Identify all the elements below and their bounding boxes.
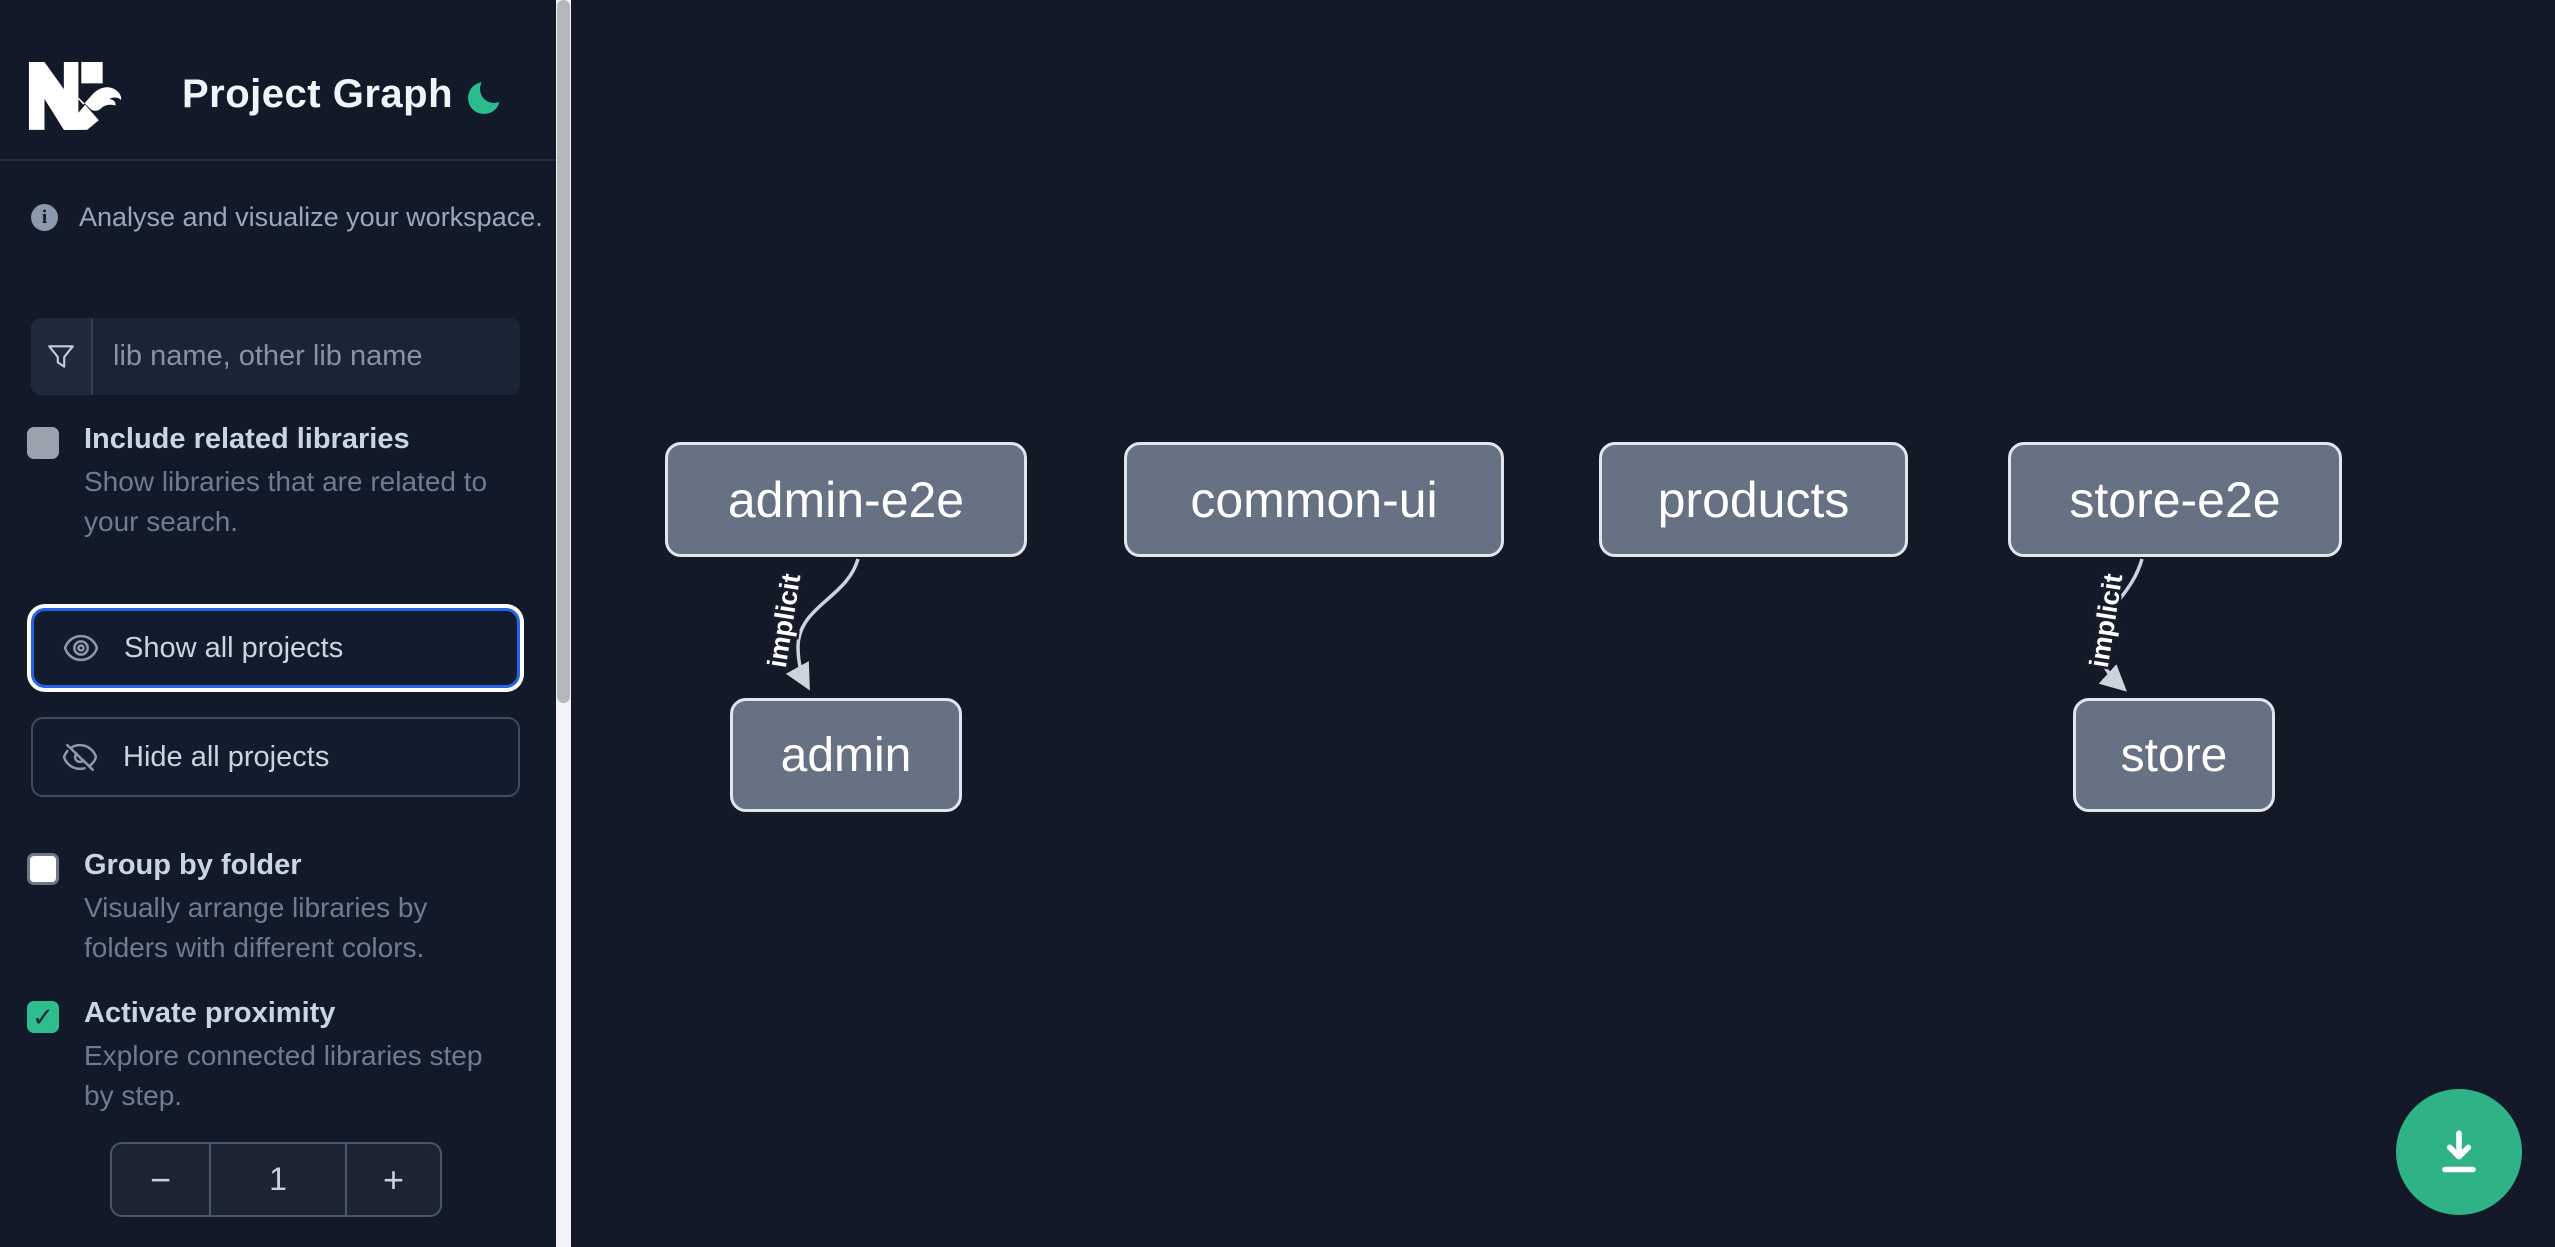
group-by-folder-checkbox[interactable] <box>27 853 59 885</box>
node-label: store-e2e <box>2069 471 2281 528</box>
filter-funnel-icon <box>48 344 74 368</box>
moon-icon <box>468 74 508 114</box>
node-label: products <box>1657 471 1850 528</box>
project-node-admin[interactable]: admin <box>730 698 962 812</box>
sidebar-header: Project Graph <box>0 0 556 161</box>
project-node-admin-e2e[interactable]: admin-e2e <box>665 442 1027 557</box>
project-graph-canvas[interactable]: implicit implicit admin-e2e common-ui pr… <box>571 0 2555 1247</box>
include-related-description: Show libraries that are related to your … <box>84 466 488 537</box>
sidebar-scrollbar-track[interactable] <box>556 0 571 1247</box>
sidebar: Project Graph i Analyse and visualize yo… <box>0 0 556 1247</box>
node-label: admin-e2e <box>727 471 965 528</box>
edge-store-e2e-store <box>2098 558 2144 692</box>
hide-all-projects-button[interactable]: Hide all projects <box>31 717 520 797</box>
download-image-button[interactable] <box>2396 1089 2522 1215</box>
sidebar-scrollbar-thumb[interactable] <box>557 0 570 703</box>
activate-proximity-checkbox[interactable]: ✓ <box>27 1001 59 1033</box>
include-related-label: Include related libraries <box>84 423 410 455</box>
edge-label-implicit-store: implicit <box>2084 572 2128 670</box>
show-all-projects-label: Show all projects <box>124 631 344 664</box>
project-node-common-ui[interactable]: common-ui <box>1124 442 1504 557</box>
filter-box <box>31 318 520 395</box>
project-node-store[interactable]: store <box>2073 698 2275 812</box>
tagline-text: Analyse and visualize your workspace. <box>79 202 543 232</box>
node-label: admin <box>780 728 912 782</box>
edge-admin-e2e-admin <box>785 558 860 691</box>
hide-all-projects-label: Hide all projects <box>123 740 330 773</box>
activate-proximity-description: Explore connected libraries step by step… <box>84 1040 483 1111</box>
group-by-folder-label: Group by folder <box>84 849 302 881</box>
group-by-folder-description: Visually arrange libraries by folders wi… <box>84 892 428 963</box>
toggle-activate-proximity: ✓ Activate proximity Explore connected l… <box>27 996 527 1116</box>
project-node-products[interactable]: products <box>1599 442 1908 557</box>
proximity-increment-button[interactable]: + <box>347 1144 440 1215</box>
page-title: Project Graph <box>182 72 454 116</box>
activate-proximity-label: Activate proximity <box>84 997 336 1029</box>
node-label: store <box>2120 728 2228 782</box>
project-node-store-e2e[interactable]: store-e2e <box>2008 442 2342 557</box>
eye-icon <box>63 634 99 662</box>
dependency-edges: implicit implicit <box>759 558 2144 692</box>
funnel-cell <box>31 318 93 395</box>
proximity-decrement-button[interactable]: − <box>112 1144 209 1215</box>
proximity-value: 1 <box>209 1144 347 1215</box>
download-icon <box>2442 1130 2476 1173</box>
toggle-group-by-folder: Group by folder Visually arrange librari… <box>27 848 527 968</box>
show-all-projects-button[interactable]: Show all projects <box>31 608 520 688</box>
nx-logo <box>28 62 122 130</box>
node-label: common-ui <box>1190 471 1438 528</box>
eye-slash-icon <box>62 743 98 771</box>
checkmark-icon: ✓ <box>32 1002 54 1032</box>
toggle-include-related: Include related libraries Show libraries… <box>27 422 527 542</box>
include-related-checkbox[interactable] <box>27 427 59 459</box>
proximity-stepper: − 1 + <box>110 1142 442 1217</box>
theme-toggle-button[interactable] <box>464 74 508 120</box>
workspace-info-row: i Analyse and visualize your workspace. <box>31 202 543 233</box>
edge-label-implicit-admin: implicit <box>762 572 806 670</box>
info-icon: i <box>31 204 58 231</box>
filter-input[interactable] <box>93 318 520 395</box>
